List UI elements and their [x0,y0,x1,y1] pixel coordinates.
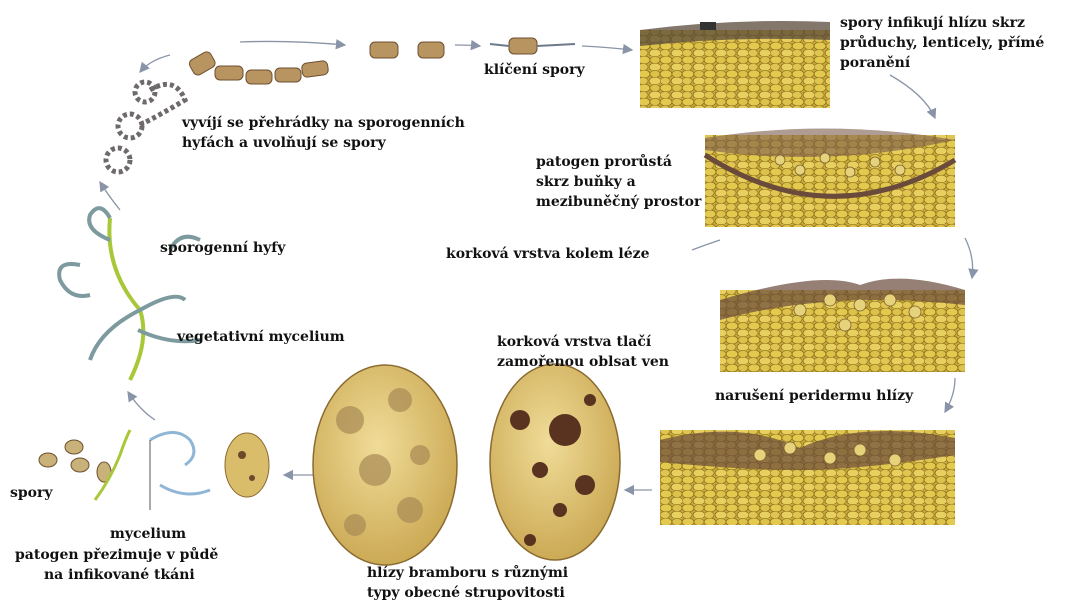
label-line: poranění [840,53,1044,73]
label-mycelium: mycelium [110,524,186,544]
label-spores: spory [10,483,53,503]
label-potato-tubers: hlízy bramboru s různými typy obecné str… [367,563,568,603]
label-line: korková vrstva tlačí [497,332,669,352]
label-line: mezibuněčný prostor [536,192,701,212]
label-cork-layer-lesion: korková vrstva kolem léze [446,244,650,264]
label-vegetative-mycelium: vegetativní mycelium [177,327,345,347]
label-line: patogen přezimuje v půdě [15,545,218,565]
label-line: typy obecné strupovitosti [367,583,568,603]
label-sporogenous-hyphae: sporogenní hyfy [160,238,285,258]
tuber-small [225,433,269,497]
label-cork-pushes: korková vrstva tlačí zamořenou oblsat ve… [497,332,669,372]
overwintering-mycelium [95,430,210,510]
label-spores-infect: spory infikují hlízu skrz průduchy, lent… [840,13,1044,73]
label-pathogen-grows: patogen prorůstá skrz buňky a mezibuněčn… [536,152,701,212]
tuber-tissue-cork-push [720,279,965,372]
vegetative-mycelium [59,208,200,380]
label-line: zamořenou oblsat ven [497,352,669,372]
label-overwinters: patogen přezimuje v půdě na infikované t… [15,545,218,585]
tuber-tissue-periderm-broken [660,430,955,525]
label-line: patogen prorůstá [536,152,701,172]
label-line: hyfách a uvolňují se spory [182,133,465,153]
label-line: spory infikují hlízu skrz [840,13,1044,33]
label-germination: klíčení spory [484,60,585,80]
label-line: vyvíjí se přehrádky na sporogenních [182,113,465,133]
label-line: průduchy, lenticely, přímé [840,33,1044,53]
tuber-large [313,365,457,565]
tuber-tissue-penetration [705,128,955,227]
label-line: na infikované tkáni [15,565,218,585]
coiled-hyphae [106,82,185,172]
label-periderm-disruption: narušení peridermu hlízy [715,386,913,406]
overwintering-spores [39,440,111,482]
tuber-dark-lesions [490,364,620,560]
label-line: skrz buňky a [536,172,701,192]
tuber-tissue-infection [640,21,830,108]
label-septa: vyvíjí se přehrádky na sporogenních hyfá… [182,113,465,153]
label-line: hlízy bramboru s různými [367,563,568,583]
